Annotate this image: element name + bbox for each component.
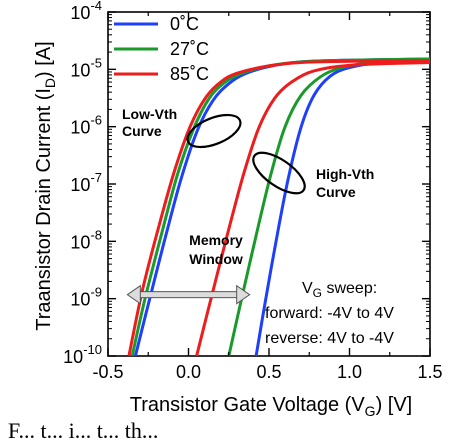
x-tick-label: -0.5 xyxy=(92,362,123,382)
vg-sweep-label: VG sweep: xyxy=(302,280,377,300)
y-axis-label: Traansistor Drain Current (ID) [A] xyxy=(33,41,58,330)
low-vth-ellipse xyxy=(186,113,242,149)
drain-current-chart: -0.5 0.0 0.5 1.0 1.5 10-10 10-9 10-8 10-7 10-6 10-… xyxy=(33,0,443,419)
ticks-layer: -0.5 0.0 0.5 1.0 1.5 10-10 10-9 10-8 10-7 10-6 10-… xyxy=(63,0,442,382)
curve-low-vth xyxy=(127,59,430,356)
reverse-sweep-label: reverse: 4V to -4V xyxy=(265,330,394,347)
y-tick-label: 10-4 xyxy=(70,0,102,23)
y-tick-label: 10-9 xyxy=(70,285,102,310)
memory-window-arrow-left xyxy=(126,284,141,305)
x-tick-label: 1.0 xyxy=(337,362,362,382)
y-tick-label: 10-6 xyxy=(70,113,102,138)
forward-sweep-label: forward: -4V to 4V xyxy=(265,305,394,322)
legend-label: 27˚C xyxy=(170,39,209,59)
y-tick-label: 10-5 xyxy=(70,55,102,80)
curve-high-vth xyxy=(195,61,430,356)
y-tick-label: 10-10 xyxy=(63,342,102,367)
legend-label: 85˚C xyxy=(170,64,209,84)
legend-label: 0˚C xyxy=(170,14,199,34)
y-tick-label: 10-8 xyxy=(70,227,102,252)
x-tick-label: 1.5 xyxy=(417,362,442,382)
x-tick-label: 0.0 xyxy=(176,362,201,382)
memory-window-arrow-shaft xyxy=(136,291,241,299)
legend: 0˚C 27˚C 85˚C xyxy=(114,14,209,84)
high-vth-ellipse xyxy=(252,151,306,195)
figure-caption: F... t... i... t... th... xyxy=(8,418,159,443)
x-axis-label: Transistor Gate Voltage (VG) [V] xyxy=(130,394,412,419)
curves-layer xyxy=(127,57,430,356)
memory-window-arrow-right xyxy=(236,284,251,305)
y-tick-label: 10-7 xyxy=(70,170,102,195)
x-tick-label: 0.5 xyxy=(256,362,281,382)
